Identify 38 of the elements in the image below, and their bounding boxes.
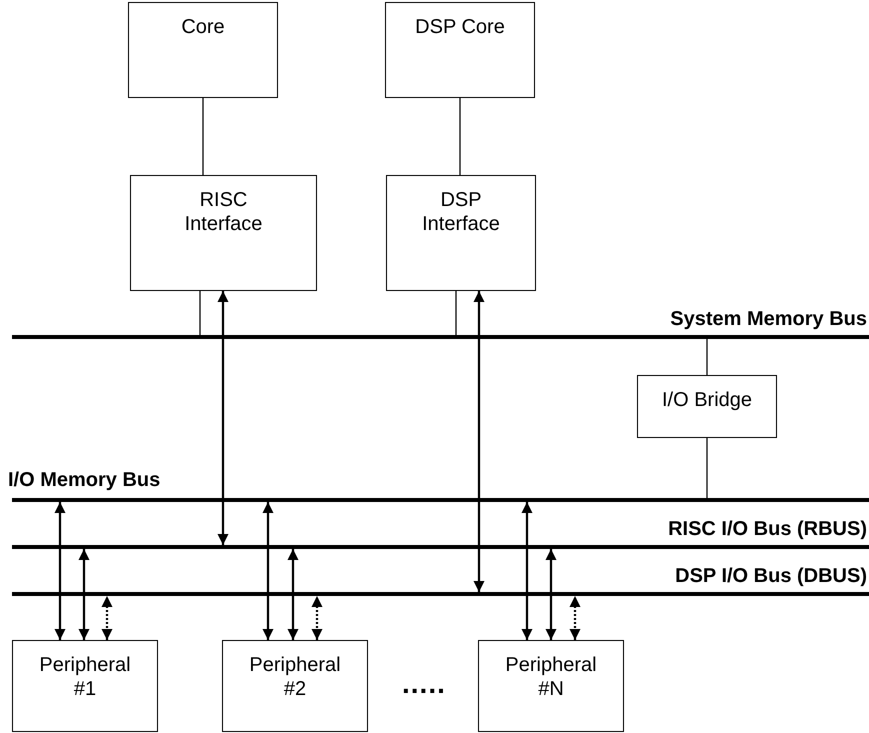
arrow — [474, 291, 484, 592]
connector-line — [199, 291, 201, 335]
bus-label: System Memory Bus — [670, 307, 867, 331]
arrow — [288, 549, 298, 640]
connector-line — [706, 339, 708, 375]
arrow — [54, 502, 66, 640]
block-label: I/O Bridge — [662, 388, 752, 412]
arrow — [546, 549, 556, 640]
block-box — [130, 175, 317, 291]
arrow — [522, 502, 532, 640]
connector-line — [706, 438, 708, 498]
block-label: Peripheral #2 — [248, 653, 342, 701]
bus-label: I/O Memory Bus — [8, 468, 160, 492]
arrow — [262, 502, 274, 640]
block-label: DSP Core — [415, 15, 505, 39]
connector-line — [202, 98, 204, 175]
block-label: Peripheral #N — [504, 653, 598, 701]
block-label: Peripheral #1 — [38, 653, 132, 701]
block-label: DSP Interface — [421, 188, 501, 236]
connector-line — [459, 98, 461, 175]
bus-label: RISC I/O Bus (RBUS) — [668, 517, 867, 541]
block-box — [222, 640, 368, 732]
block-box — [385, 2, 535, 98]
arrow — [312, 596, 322, 640]
block-label: Core — [181, 15, 225, 39]
arrow — [570, 596, 580, 640]
block-label: RISC Interface — [184, 188, 264, 236]
arrow — [102, 596, 112, 640]
block-box — [12, 640, 158, 732]
block-box — [128, 2, 278, 98]
block-box — [478, 640, 624, 732]
connector-line — [455, 291, 457, 335]
arrow — [218, 291, 228, 545]
bus-label: DSP I/O Bus (DBUS) — [675, 564, 867, 588]
arrow — [78, 549, 90, 640]
block-box — [637, 375, 777, 438]
ellipsis-label: ..... — [402, 668, 446, 700]
block-box — [386, 175, 536, 291]
